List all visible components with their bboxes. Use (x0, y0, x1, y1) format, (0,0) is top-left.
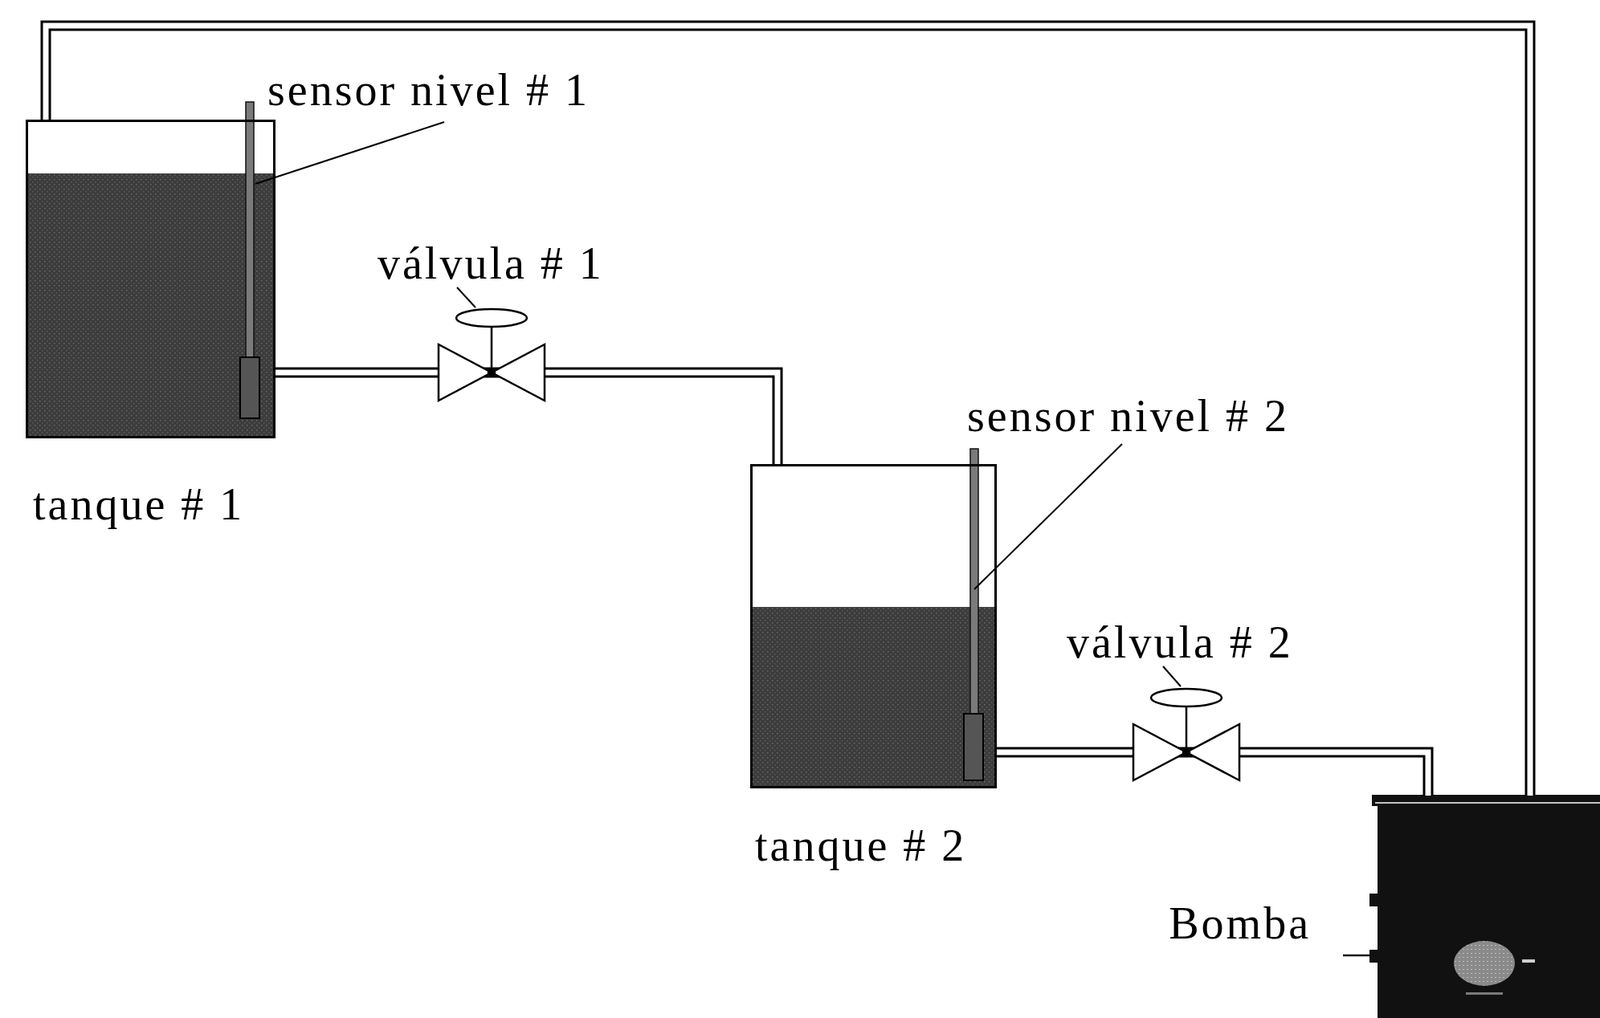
leader-line (457, 287, 476, 308)
pipe-bore (45, 25, 1531, 796)
pipe-wall (45, 25, 1531, 796)
pump-body (1342, 795, 1600, 1018)
valve-label: válvula # 2 (1066, 620, 1294, 666)
liquid-tank-1 (25, 173, 276, 439)
liquid-tank-2 (750, 607, 997, 789)
pipe-connector (45, 25, 1531, 796)
node-label: Bomba (1168, 901, 1311, 947)
valve-label: válvula # 1 (377, 240, 605, 286)
tank-box: tanque # 2 (750, 464, 997, 789)
pump-box: Bomba (1377, 795, 1600, 1018)
node-label: tanque # 1 (32, 481, 245, 527)
level-sensor-2 (963, 448, 984, 781)
leader-line (1163, 666, 1181, 687)
tank-box: tanque # 1 (25, 119, 276, 439)
sensor-label: sensor nivel # 2 (967, 393, 1290, 439)
valve-symbol (1133, 689, 1240, 781)
leader-line (255, 122, 445, 184)
valve-symbol (438, 309, 545, 401)
node-label: tanque # 2 (755, 823, 967, 869)
level-sensor-1 (240, 102, 260, 419)
sensor-label: sensor nivel # 1 (267, 67, 590, 113)
